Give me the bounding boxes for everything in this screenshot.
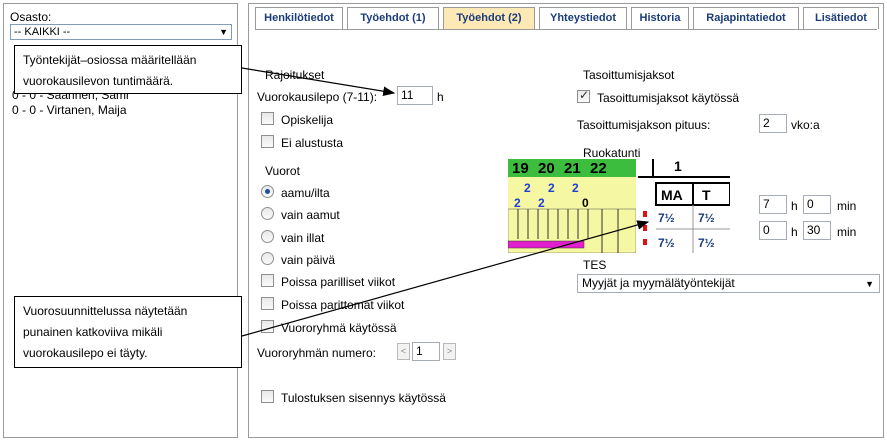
tab-interface[interactable]: Rajapintatiedot	[693, 7, 799, 29]
balancing-length-label: Tasoittumisjakson pituus:	[577, 118, 711, 132]
shift-count: 0	[582, 196, 589, 210]
shift-count: 2	[572, 181, 579, 195]
balancing-length-unit: vko:a	[791, 118, 820, 132]
schedule-preview-graphic: 19 20 21 22 2 2 2 2	[508, 159, 730, 253]
shift-option-label: vain illat	[281, 231, 325, 245]
weekday-header: MA	[661, 187, 683, 203]
shift-radio-days[interactable]	[261, 252, 274, 265]
no-init-checkbox[interactable]	[261, 135, 274, 148]
shift-bar	[508, 240, 585, 249]
top-cell: 1	[674, 159, 682, 174]
restrictions-title: Rajoitukset	[265, 68, 325, 82]
day-number: 20	[538, 160, 555, 177]
shift-group-number-input[interactable]: 1	[412, 342, 440, 361]
employee-item[interactable]: 0 - 0 - Virtanen, Maija	[12, 103, 127, 117]
balancing-enabled-checkbox[interactable]	[577, 88, 590, 103]
tab-additional[interactable]: Lisätiedot	[803, 7, 879, 29]
daily-rest-label: Vuorokausilepo (7-11):	[257, 90, 378, 104]
shift-group-number-label: Vuororyhmän numero:	[257, 346, 376, 360]
exclude-even-weeks-checkbox[interactable]	[261, 274, 274, 287]
shift-option-label: vain aamut	[281, 208, 340, 222]
lunch-minutes-unit: min	[837, 199, 857, 213]
tab-divider	[255, 29, 877, 30]
student-checkbox[interactable]	[261, 112, 274, 125]
tes-title: TES	[583, 258, 607, 272]
no-init-label: Ei alustusta	[281, 136, 344, 150]
shift-count: 2	[538, 196, 545, 210]
shift-radio-morning-evening[interactable]	[261, 185, 274, 198]
tes-select-value: Myyjät ja myymälätyöntekijät	[582, 276, 735, 290]
callout-red-dashed-line: Vuorosuunnittelussa näytetään punainen k…	[14, 296, 242, 368]
schedule-preview-image: 19 20 21 22 2 2 2 2	[508, 159, 730, 253]
chevron-down-icon: ▼	[865, 279, 874, 289]
shift-count: 2	[548, 181, 555, 195]
callout-rest-hours: Työntekijät–osiossa määritellään vuoroka…	[14, 45, 242, 94]
shift-option-label: vain päivä	[281, 253, 336, 267]
shift-hours: 7½	[698, 211, 715, 225]
shift-hours: 7½	[698, 236, 715, 250]
lunch-hours-input-2[interactable]: 0	[759, 221, 787, 240]
department-select-value: -- KAIKKI --	[14, 26, 71, 38]
tes-select[interactable]: Myyjät ja myymälätyöntekijät ▼	[577, 274, 880, 293]
lunch-minutes-input-1[interactable]: 0	[803, 195, 831, 214]
chevron-down-icon: ▼	[219, 27, 228, 37]
student-label: Opiskelija	[281, 113, 334, 127]
exclude-odd-weeks-label: Poissa parittomat viikot	[281, 298, 405, 312]
shift-group-checkbox[interactable]	[261, 320, 274, 333]
employee-details-panel: Henkilötiedot Työehdot (1) Työehdot (2) …	[248, 3, 884, 438]
shifts-title: Vuorot	[265, 164, 300, 178]
shift-group-label: Vuororyhmä käytössä	[281, 321, 397, 335]
day-number: 19	[512, 160, 529, 177]
balancing-enabled-label: Tasoittumisjaksot käytössä	[597, 91, 740, 105]
tab-history[interactable]: Historia	[631, 7, 689, 29]
daily-rest-input[interactable]: 11	[397, 86, 433, 105]
lunch-hours-unit: h	[791, 225, 798, 239]
print-indent-checkbox[interactable]	[261, 390, 274, 403]
shift-radio-mornings[interactable]	[261, 207, 274, 220]
balancing-length-input[interactable]: 2	[759, 114, 787, 133]
tab-personal[interactable]: Henkilötiedot	[255, 7, 343, 29]
stepper-decrement-button[interactable]: <	[397, 343, 410, 360]
day-number: 22	[590, 160, 607, 177]
exclude-even-weeks-label: Poissa parilliset viikot	[281, 275, 396, 289]
balancing-title: Tasoittumisjaksot	[583, 68, 675, 82]
lunch-hours-input-1[interactable]: 7	[759, 195, 787, 214]
print-indent-label: Tulostuksen sisennys käytössä	[281, 391, 446, 405]
tab-terms-2[interactable]: Työehdot (2)	[443, 7, 535, 29]
shift-hours: 7½	[658, 236, 675, 250]
daily-rest-unit: h	[437, 90, 444, 104]
shift-option-label: aamu/ilta	[281, 186, 330, 200]
lunch-hours-unit: h	[791, 199, 798, 213]
lunch-minutes-unit: min	[837, 225, 857, 239]
day-number: 21	[564, 160, 581, 177]
department-select[interactable]: -- KAIKKI -- ▼	[10, 24, 232, 40]
shift-count: 2	[524, 181, 531, 195]
lunch-minutes-input-2[interactable]: 30	[803, 221, 831, 240]
exclude-odd-weeks-checkbox[interactable]	[261, 297, 274, 310]
day-header-band	[508, 159, 636, 177]
tab-contact[interactable]: Yhteystiedot	[539, 7, 627, 29]
tab-terms-1[interactable]: Työehdot (1)	[347, 7, 439, 29]
weekday-header: T	[702, 187, 711, 203]
department-label: Osasto:	[10, 10, 52, 24]
lunch-title: Ruokatunti	[583, 146, 641, 160]
shift-count: 2	[514, 196, 521, 210]
stepper-increment-button[interactable]: >	[443, 343, 456, 360]
shift-radio-evenings[interactable]	[261, 230, 274, 243]
shift-hours: 7½	[658, 211, 675, 225]
